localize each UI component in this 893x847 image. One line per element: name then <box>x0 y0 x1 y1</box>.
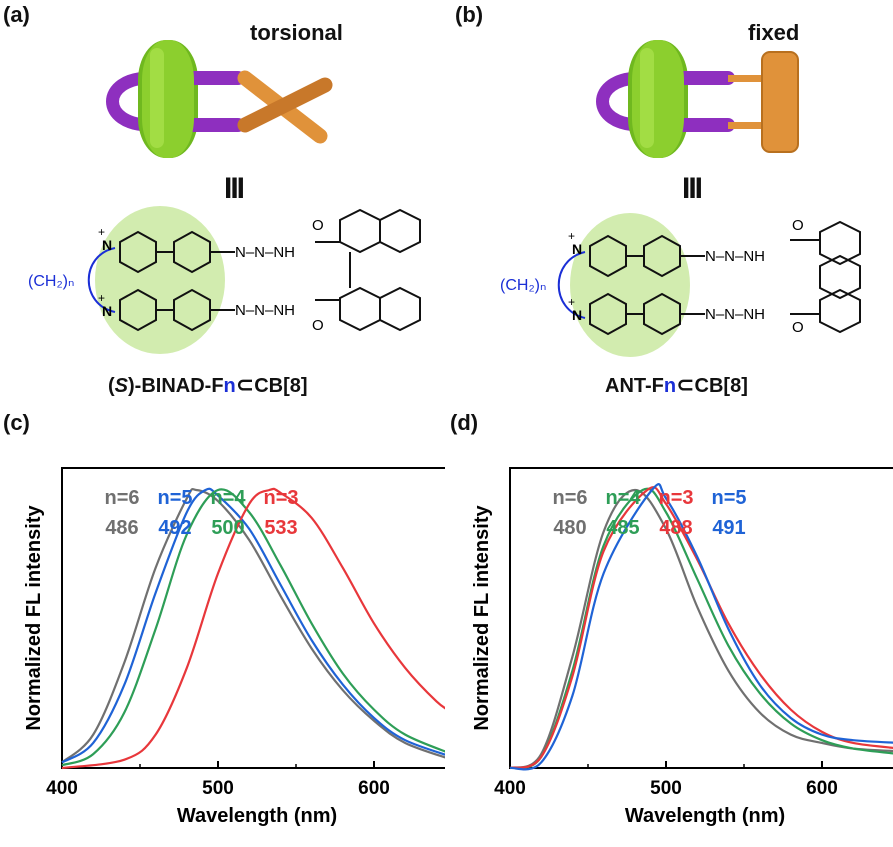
linker-label-a: (CH₂)ₙ <box>28 273 74 290</box>
legend-name: n=6 <box>104 487 139 509</box>
legend-name: n=6 <box>552 487 587 509</box>
separator-b: III <box>682 172 703 205</box>
separator-a: III <box>224 172 245 205</box>
x-tick-label: 500 <box>650 778 682 799</box>
anthracene-block <box>761 51 799 153</box>
series-line-n6 <box>509 488 893 770</box>
charge-top-b: + <box>568 229 575 243</box>
series-line-n3 <box>509 486 893 770</box>
carbonyl-top-a: O <box>312 217 324 234</box>
fixed-cartoon <box>596 40 799 158</box>
hydrazone-top-a: N–N–NH <box>235 244 295 261</box>
cb8-ellipse-b <box>570 213 690 357</box>
x-tick-label: 400 <box>46 778 78 799</box>
pyridinium-n-top-a: N <box>102 237 112 253</box>
descriptor-torsional: torsional <box>250 20 343 45</box>
legend-name: n=4 <box>605 487 641 509</box>
torsional-cartoon <box>106 40 333 158</box>
ant-structure: N N + + (CH₂)ₙ N–N–NH N–N–NH O O <box>500 213 861 357</box>
legend-name: n=3 <box>263 487 298 509</box>
caption-a-subset: ⊂ <box>235 372 255 397</box>
series-line-n5 <box>61 487 445 764</box>
descriptor-fixed: fixed <box>748 20 800 45</box>
caption-a-prefix: ( <box>108 375 115 397</box>
plot-frame <box>509 467 893 769</box>
pyridinium-n-bottom-a: N <box>102 303 112 319</box>
hydrazone-bottom-a: N–N–NH <box>235 302 295 319</box>
carbonyl-bottom-a: O <box>312 317 324 334</box>
panel-b-label: (b) <box>455 2 484 27</box>
linker-loop <box>106 71 157 132</box>
hydrazone-bottom-b: N–N–NH <box>705 306 765 323</box>
charge-bottom-a: + <box>98 291 105 305</box>
caption-b-subset: ⊂ <box>676 372 695 397</box>
y-axis-label: Normalized FL intensity <box>471 505 493 731</box>
x-tick-label: 600 <box>806 778 838 799</box>
linker-loop-b <box>596 71 647 132</box>
ring-front-b <box>632 40 684 158</box>
legend-peak: 480 <box>553 517 586 539</box>
charge-bottom-b: + <box>568 295 575 309</box>
ring-highlight <box>150 48 164 148</box>
caption-b-prefix: ANT-F <box>605 375 664 397</box>
carbonyl-bottom-b: O <box>792 319 804 336</box>
pyridinium-n-top-b: N <box>572 241 582 257</box>
x-tick-label: 500 <box>202 778 234 799</box>
legend-name: n=5 <box>157 487 192 509</box>
cb8-ellipse <box>95 206 225 354</box>
plot-frame <box>61 467 445 769</box>
ring-front <box>142 40 194 158</box>
ring-highlight-b <box>640 48 654 148</box>
panel-d-label: (d) <box>450 410 479 435</box>
charge-top-a: + <box>98 225 105 239</box>
x-axis-label: Wavelength (nm) <box>177 805 337 827</box>
legend-peak: 486 <box>105 517 138 539</box>
panel-c-label: (c) <box>3 410 30 435</box>
y-axis-label: Normalized FL intensity <box>23 505 45 731</box>
legend-peak: 488 <box>659 517 692 539</box>
caption-a-n: n <box>223 375 236 397</box>
binad-structure: N N + + (CH₂)ₙ N–N–NH N–N–NH O O <box>28 206 421 354</box>
legend-peak: 533 <box>264 517 297 539</box>
carbonyl-top-b: O <box>792 217 804 234</box>
legend-name: n=3 <box>658 487 693 509</box>
series-line-n4 <box>61 488 445 767</box>
caption-a-mid: )-BINAD-F <box>128 375 224 397</box>
caption-b-n: n <box>663 375 677 397</box>
series-line-n5 <box>509 483 893 771</box>
linker-label-b: (CH₂)ₙ <box>500 277 546 294</box>
series-line-n6 <box>61 487 445 764</box>
caption-a-suffix: CB[8] <box>254 375 308 397</box>
caption-b-suffix: CB[8] <box>694 375 748 397</box>
linker-arc-a <box>87 247 116 313</box>
panel-a-label: (a) <box>3 2 30 27</box>
pyridinium-n-bottom-b: N <box>572 307 582 323</box>
binaphthyl-bar-2 <box>237 77 333 133</box>
legend-peak: 491 <box>712 517 745 539</box>
caption-a-italic: S <box>114 375 129 397</box>
legend-peak: 492 <box>158 517 191 539</box>
legend-peak: 485 <box>606 517 639 539</box>
caption-b: ANT-Fn⊂CB[8] <box>605 372 748 398</box>
legend-name: n=5 <box>711 487 746 509</box>
series-line-n4 <box>509 487 893 770</box>
x-axis-label: Wavelength (nm) <box>625 805 785 827</box>
x-tick-label: 400 <box>494 778 526 799</box>
series-line-n3 <box>61 487 445 770</box>
caption-a: (S)-BINAD-Fn⊂CB[8] <box>108 372 308 398</box>
spacer-bottom-b <box>728 122 768 129</box>
spacer-top-b <box>728 75 768 82</box>
linker-arc-b <box>557 251 586 319</box>
legend-peak: 500 <box>211 517 244 539</box>
x-tick-label: 600 <box>358 778 390 799</box>
hydrazone-top-b: N–N–NH <box>705 248 765 265</box>
legend-name: n=4 <box>210 487 246 509</box>
